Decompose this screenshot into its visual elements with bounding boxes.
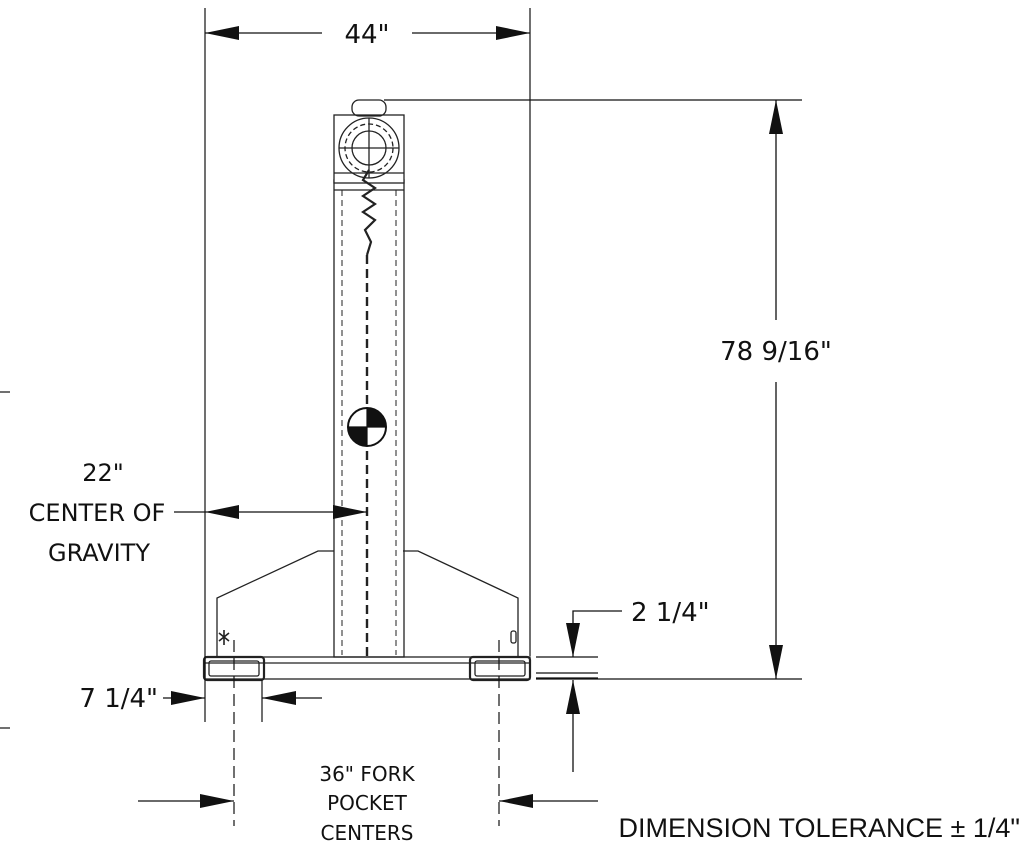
dim-fork-centers-line2-label: POCKET xyxy=(327,791,408,815)
fitting-right xyxy=(510,630,517,644)
dim-cog-line2-label: GRAVITY xyxy=(48,539,150,567)
dim-width-label: 44" xyxy=(344,20,389,50)
dim-cog-distance-label: 22" xyxy=(82,459,124,487)
dim-pocket-width-label: 7 1/4" xyxy=(79,684,158,714)
dim-pocket-height-top xyxy=(566,610,622,657)
hook-chain xyxy=(361,169,377,256)
fitting-left xyxy=(218,630,230,645)
fork-pocket-right xyxy=(468,655,532,682)
dim-pocket-height-label: 2 1/4" xyxy=(631,598,710,628)
gusset-right xyxy=(403,550,519,657)
fork-pocket-right-inner xyxy=(474,660,526,677)
winch-top-cap xyxy=(351,99,387,117)
dim-fork-centers-line3-label: CENTERS xyxy=(320,821,413,845)
cog-symbol xyxy=(347,407,387,447)
extension-lines xyxy=(0,8,802,826)
hoist-structure xyxy=(202,99,532,682)
gusset-left xyxy=(216,550,334,657)
dim-fork-centers-line1-label: 36" FORK xyxy=(319,762,415,786)
dim-cog-line1-label: CENTER OF xyxy=(29,499,166,527)
dim-height-label: 78 9/16" xyxy=(720,337,832,367)
tolerance-note: DIMENSION TOLERANCE ± 1/4" xyxy=(618,813,1020,843)
dimension-lines xyxy=(138,25,783,808)
